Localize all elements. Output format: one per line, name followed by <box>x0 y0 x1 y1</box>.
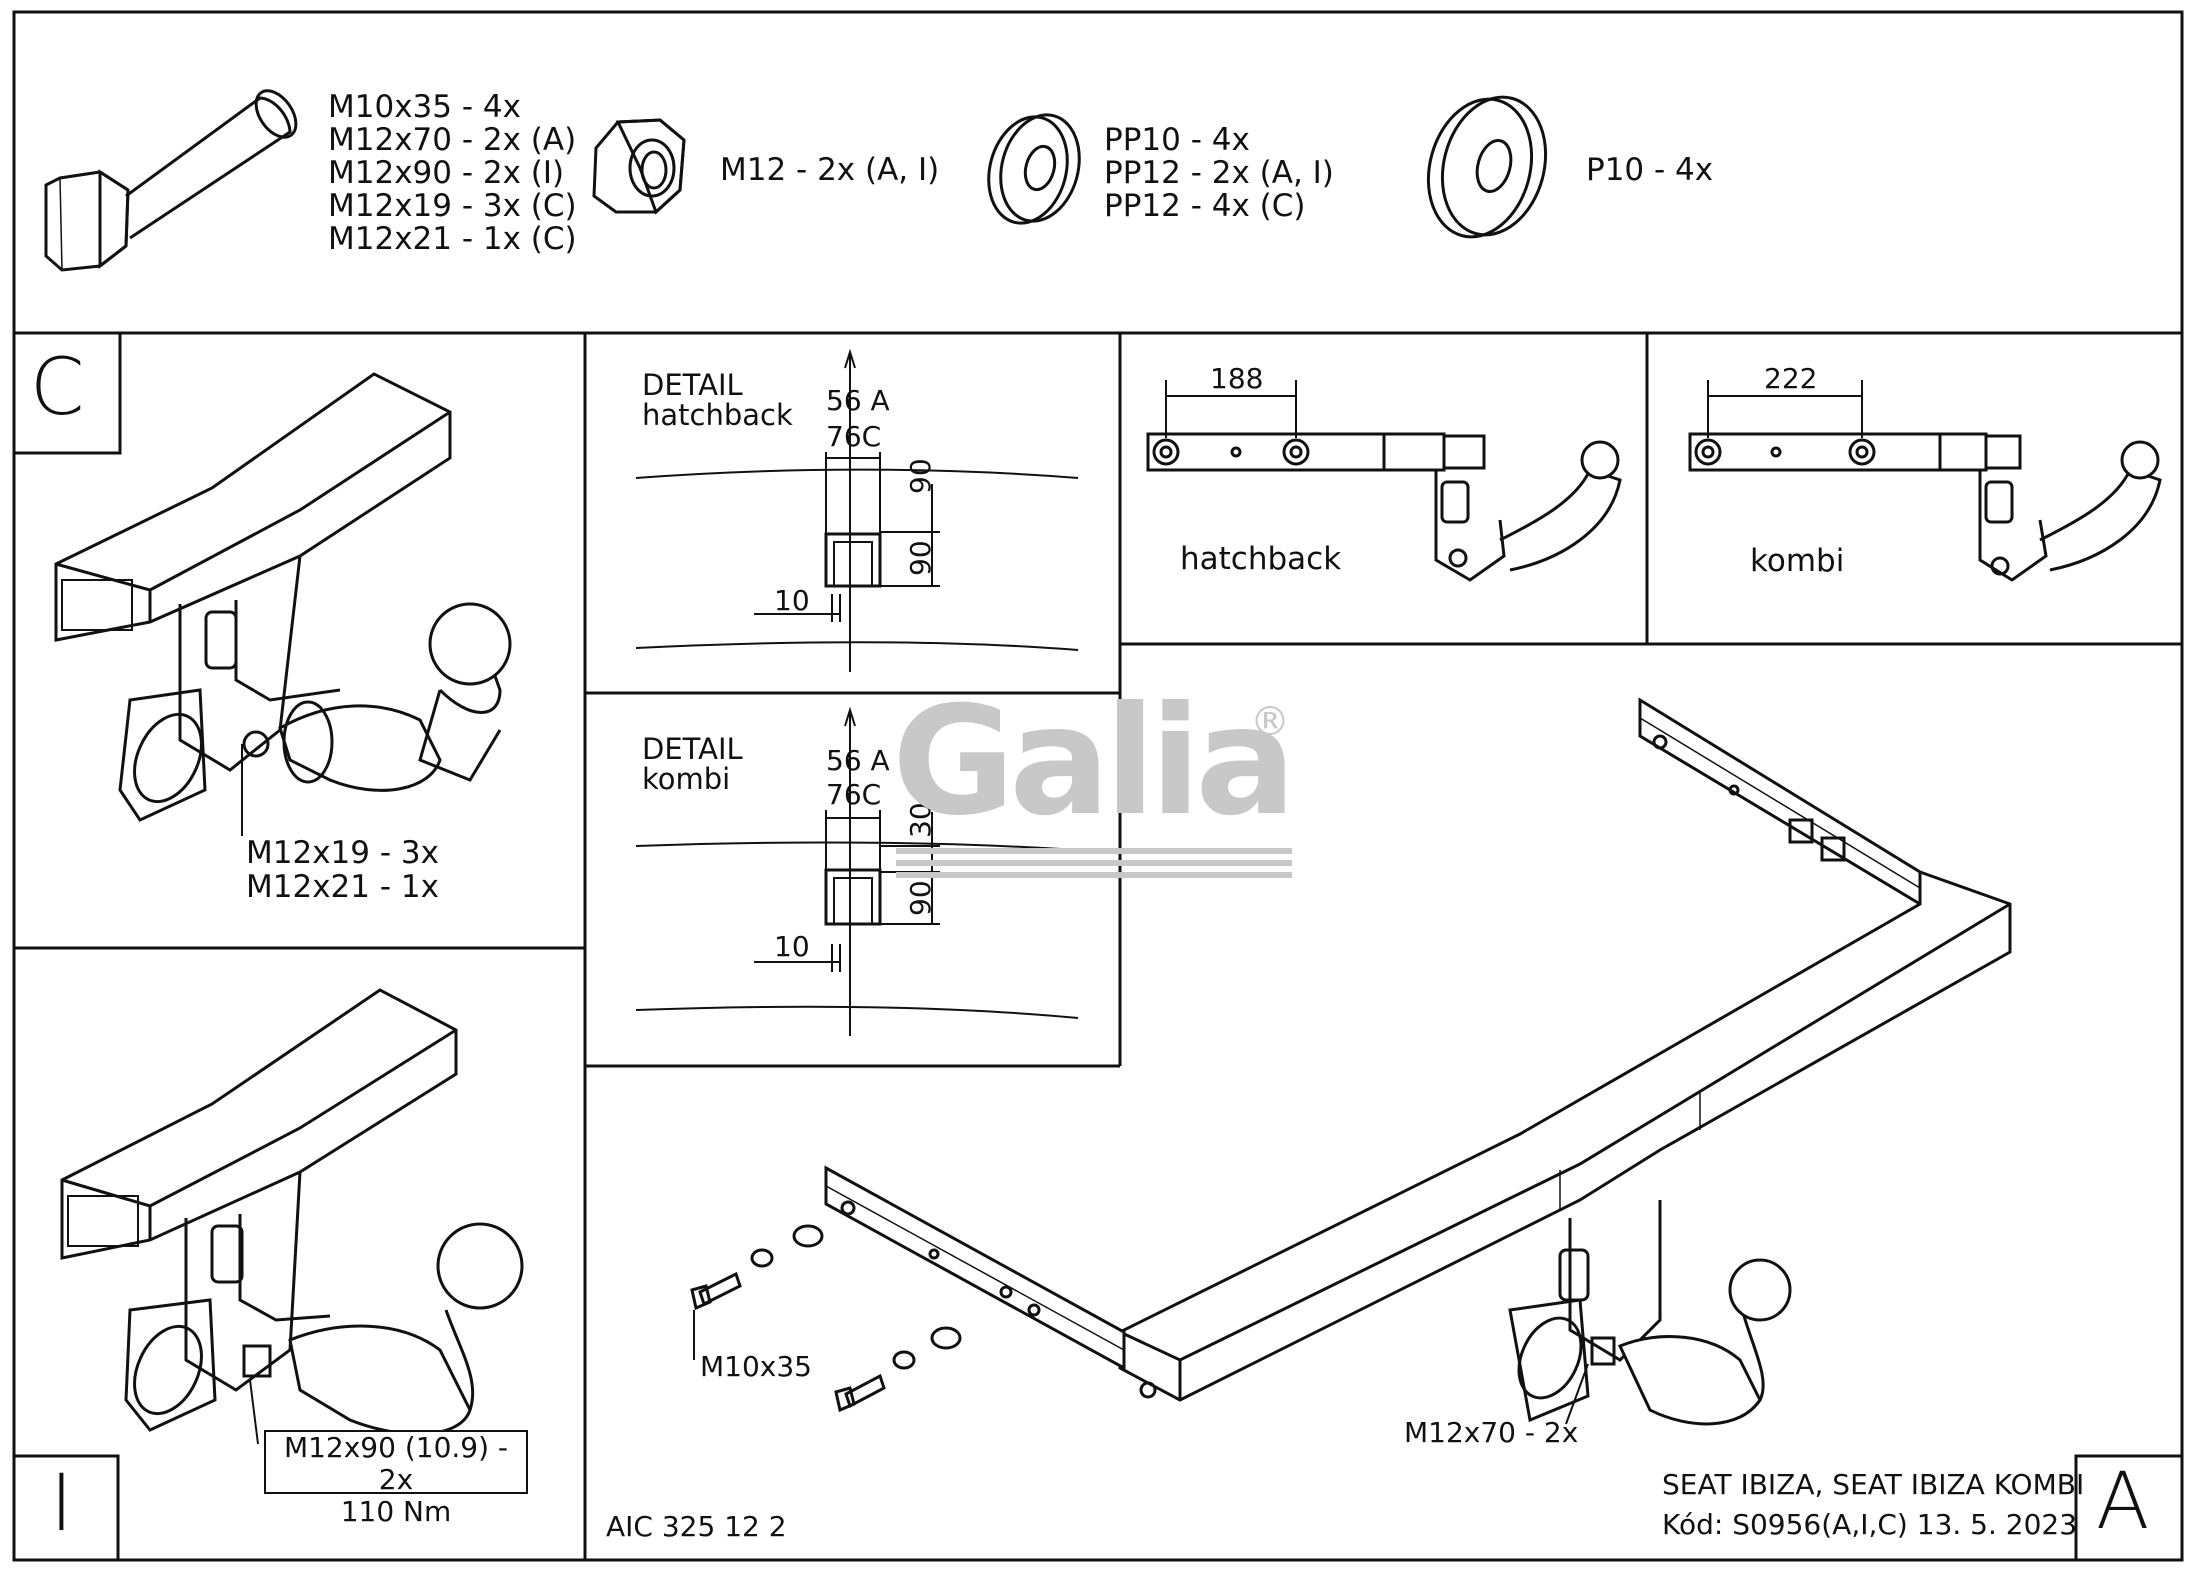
side-kombi-label: kombi <box>1750 543 1845 579</box>
panel-c-callout-1: M12x19 - 3x <box>246 835 439 871</box>
detail-hatchback-title-1: DETAIL <box>642 368 743 402</box>
detail-hatchback-dim-v2: 90 <box>904 540 937 576</box>
hex-nut-icon <box>592 118 686 215</box>
bolt-spec-2: M12x70 - 2x (A) <box>328 122 577 158</box>
small-washer-spec-3: PP12 - 4x (C) <box>1104 188 1306 224</box>
panel-letter-a: A <box>2096 1457 2150 1547</box>
detail-kombi-title-2: kombi <box>642 762 731 796</box>
hex-bolt-icon <box>44 89 298 272</box>
panel-c-towbar-drawing <box>54 372 512 822</box>
panel-letter-c: C <box>30 343 85 433</box>
bolt-spec-4: M12x19 - 3x (C) <box>328 188 577 224</box>
small-washer-spec-1: PP10 - 4x <box>1104 122 1250 158</box>
panel-letter-i: I <box>50 1459 74 1549</box>
detail-hatchback-title-2: hatchback <box>642 398 793 432</box>
detail-hatchback-dim-h: 10 <box>774 584 810 617</box>
galia-logo-text: Galia <box>892 675 1296 849</box>
large-washer-icon <box>1426 95 1548 239</box>
side-hatchback-label: hatchback <box>1180 541 1342 577</box>
main-mount-label: M12x70 - 2x <box>1404 1416 1579 1449</box>
detail-kombi-dim-h: 10 <box>774 930 810 963</box>
main-bolt-label: M10x35 <box>700 1350 812 1383</box>
detail-kombi-title-1: DETAIL <box>642 732 743 766</box>
vehicle-name: SEAT IBIZA, SEAT IBIZA KOMBI <box>1662 1468 2085 1501</box>
letter-box-i <box>12 1454 120 1562</box>
panel-i-callout-2: 110 Nm <box>340 1495 452 1529</box>
drawing-code: AIC 325 12 2 <box>606 1510 787 1543</box>
side-kombi-drawing <box>1688 380 2162 582</box>
outer-frame <box>12 10 2184 1562</box>
letter-box-a <box>2074 1454 2184 1562</box>
galia-logo <box>896 848 1292 878</box>
nut-spec: M12 - 2x (A, I) <box>720 152 940 188</box>
panel-i-leader <box>249 1379 259 1445</box>
detail-hatchback-dim-v1: 90 <box>904 458 937 494</box>
detail-hatchback-dim-a: 56 A <box>826 384 890 417</box>
side-hatchback-dim: 188 <box>1210 362 1264 395</box>
panel-i-towbar-drawing <box>60 988 524 1436</box>
detail-hatchback-dim-c: 76C <box>826 420 882 453</box>
bolt-spec-1: M10x35 - 4x <box>328 89 521 125</box>
side-hatchback-drawing <box>1146 380 1622 582</box>
bolt-spec-5: M12x21 - 1x (C) <box>328 221 577 257</box>
panel-i-callout-box: M12x90 (10.9) - 2x 110 Nm <box>264 1430 528 1528</box>
small-washer-spec-2: PP12 - 2x (A, I) <box>1104 155 1334 191</box>
large-washer-spec: P10 - 4x <box>1586 152 1714 188</box>
detail-kombi-dim-v2: 90 <box>904 880 937 916</box>
bolt-spec-3: M12x90 - 2x (I) <box>328 155 565 191</box>
small-washer-icon <box>987 113 1081 225</box>
main-towbar-drawing <box>690 697 2012 1426</box>
detail-kombi-dim-c: 76C <box>826 778 882 811</box>
detail-kombi-dim-a: 56 A <box>826 744 890 777</box>
letter-box-c <box>12 331 122 455</box>
galia-logo-mark: ® <box>1250 699 1290 745</box>
panel-i-callout-1: M12x90 (10.9) - 2x <box>283 1431 509 1497</box>
side-kombi-dim: 222 <box>1764 362 1818 395</box>
detail-hatchback-drawing <box>635 348 1079 672</box>
main-mount-leader <box>1565 1363 1589 1425</box>
panel-c-callout-2: M12x21 - 1x <box>246 869 439 905</box>
detail-kombi-drawing <box>635 706 1079 1036</box>
kod-date: Kód: S0956(A,I,C) 13. 5. 2023 <box>1662 1508 2078 1541</box>
